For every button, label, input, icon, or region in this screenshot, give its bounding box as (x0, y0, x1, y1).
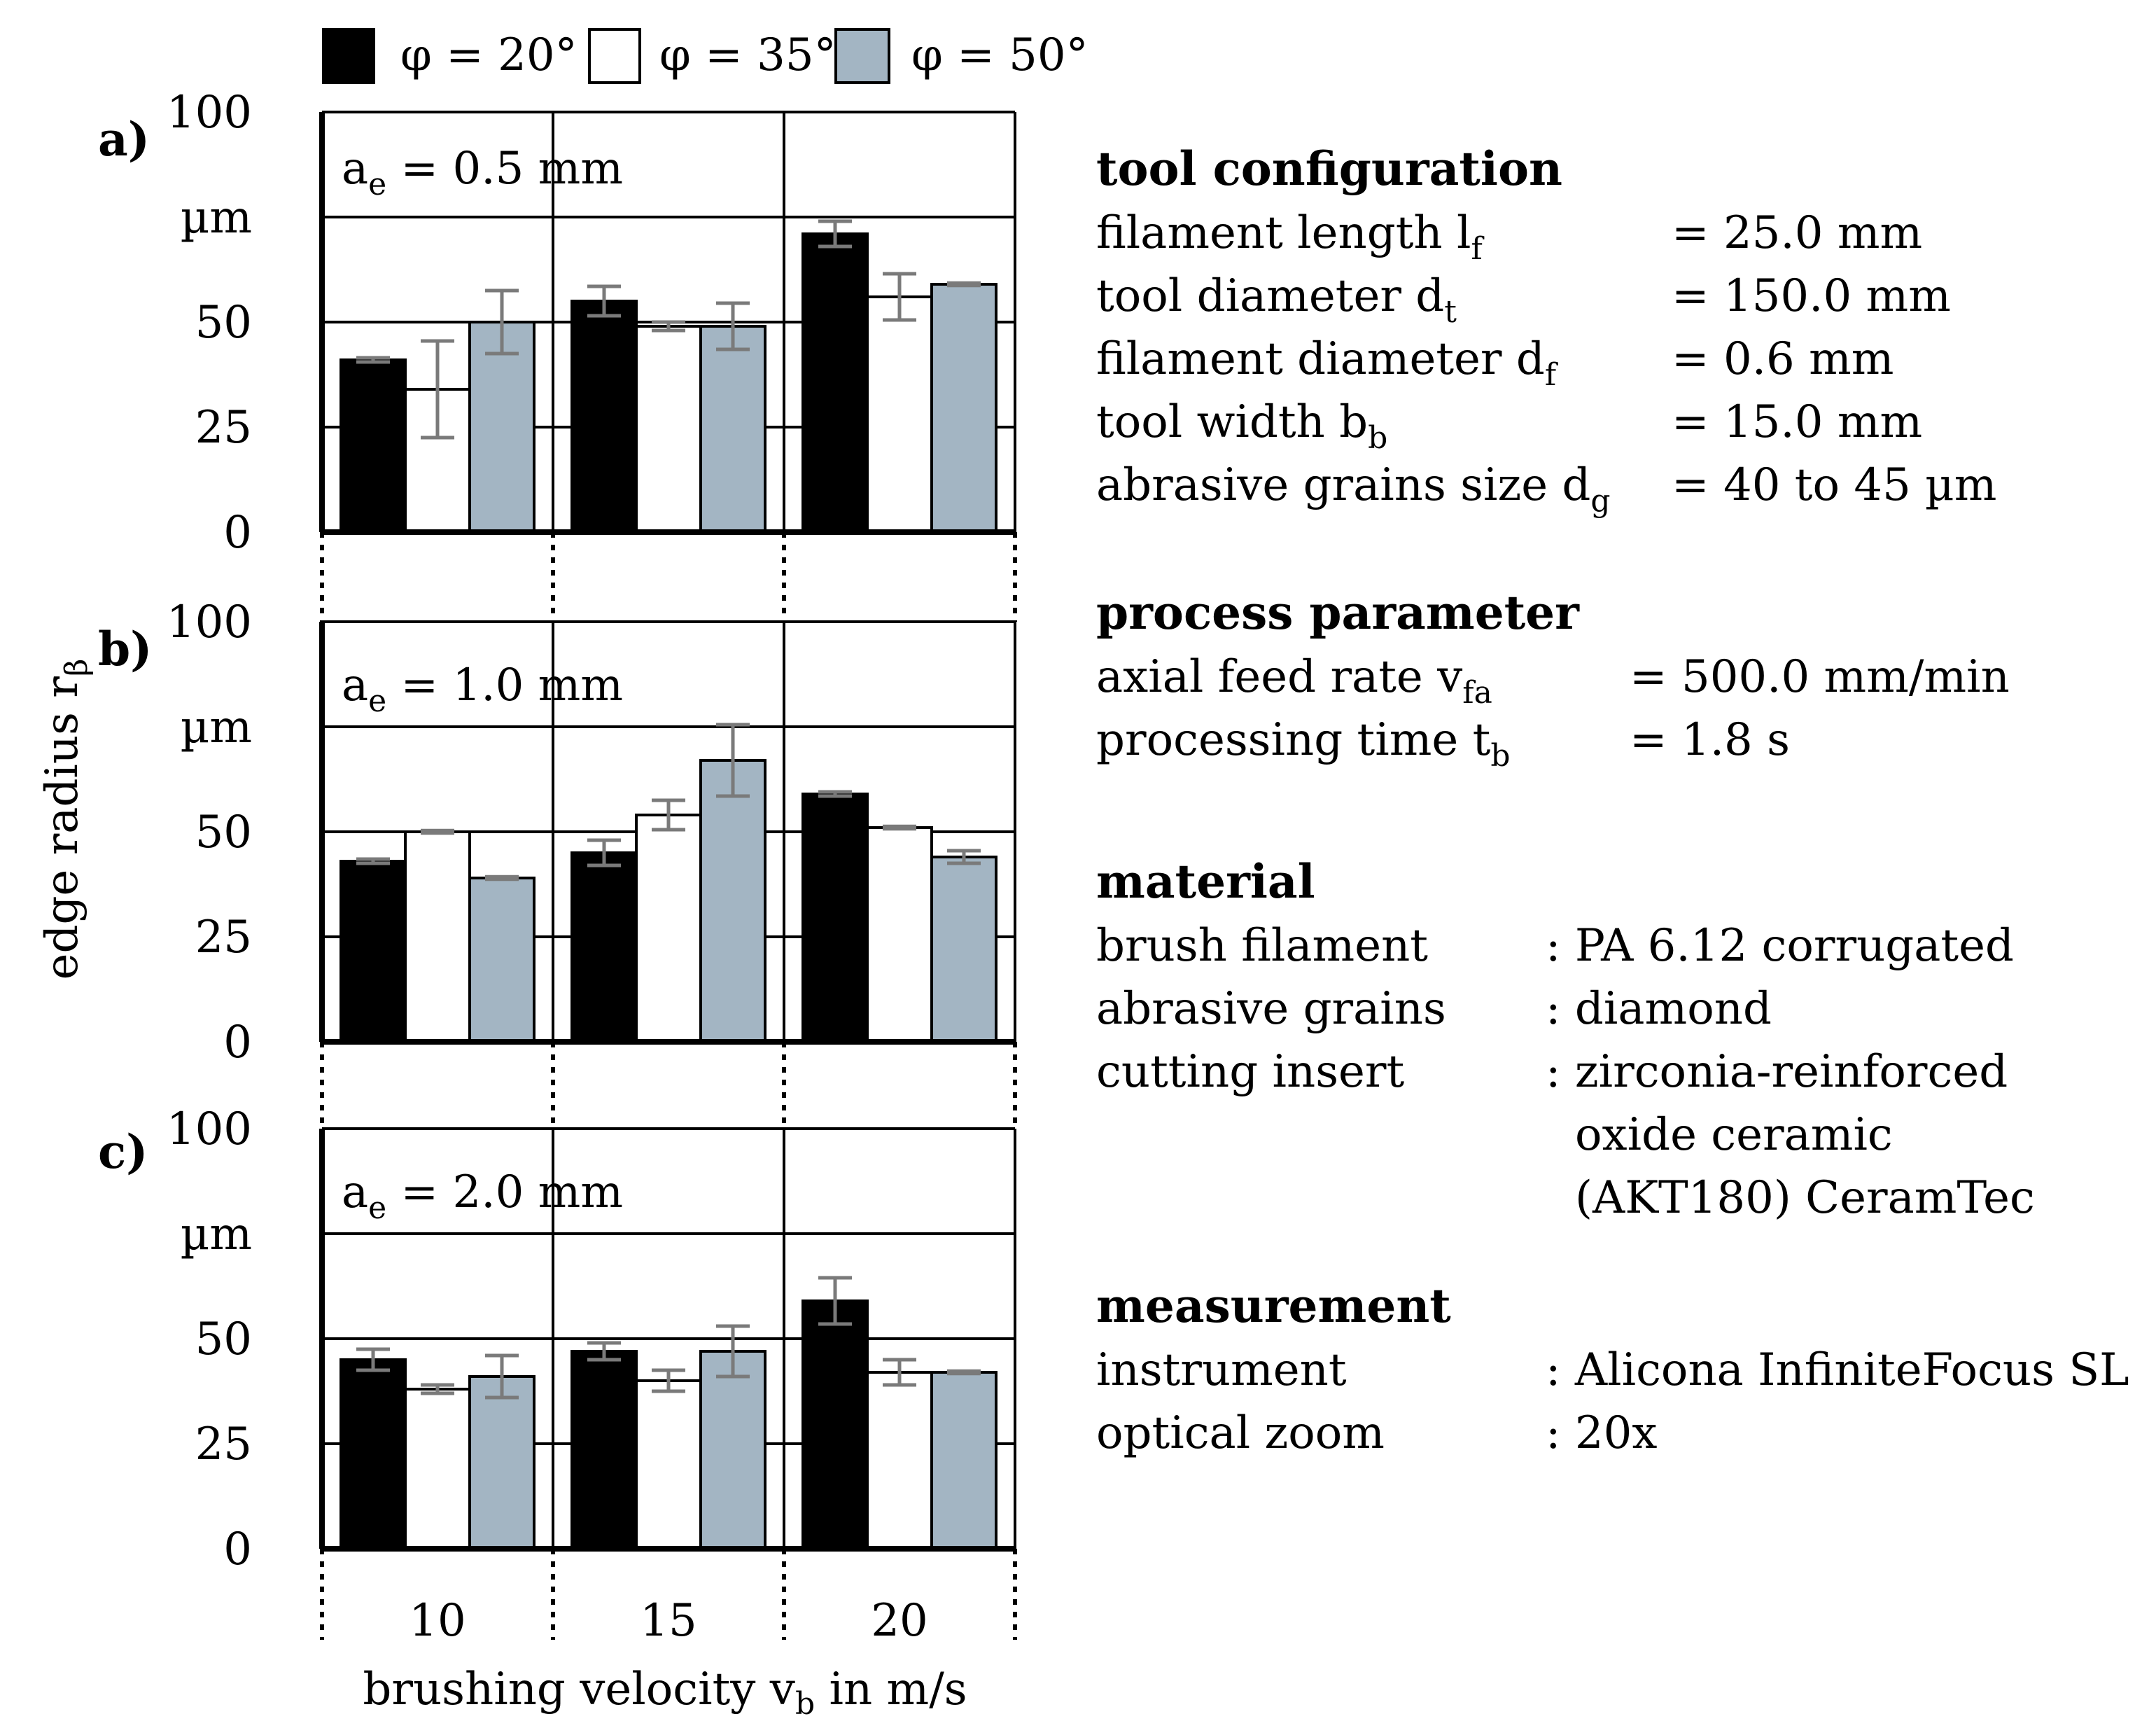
bar (340, 860, 407, 1043)
material-row-brush-filament: brush filament (1096, 920, 1428, 972)
x-axis-title: brushing velocity vb in m/s (363, 1664, 967, 1722)
y-tick-label: 100 (167, 597, 252, 648)
x-tick-labels: 10 15 20 (409, 1595, 927, 1647)
tool-row-filament-diameter: filament diameter df (1096, 333, 1558, 393)
bar (930, 1371, 997, 1550)
y-tick-label: 50 (195, 297, 252, 349)
tool-row-tool-diameter-value: = 150.0 mm (1672, 270, 1951, 322)
legend-label-phi-35: φ = 35° (659, 29, 836, 81)
bar (802, 232, 869, 534)
x-tick-label: 15 (640, 1595, 696, 1647)
panel-b-ae-label: ae = 1.0 mm (342, 660, 623, 719)
material-cutting-insert-line2: oxide ceramic (1575, 1109, 1893, 1161)
legend-swatch-phi-20 (322, 28, 375, 84)
bar (866, 295, 933, 534)
material-row-cutting-insert-value: : zirconia-reinforced (1546, 1046, 2008, 1098)
process-row-processing-time: processing time tb (1096, 714, 1510, 774)
legend-label-phi-50: φ = 50° (911, 29, 1088, 81)
material-row-abrasive-grains-value: : diamond (1546, 983, 1772, 1035)
process-row-feed-rate: axial feed rate vfa (1096, 651, 1492, 711)
bar (699, 325, 766, 534)
legend-swatch-phi-50 (834, 28, 890, 84)
y-tick-label: 25 (195, 912, 252, 963)
bar (802, 1299, 869, 1550)
legend-swatch-phi-35 (588, 28, 641, 84)
y-tick-label: 25 (195, 1419, 252, 1470)
y-unit-label: µm (181, 1208, 252, 1260)
tool-row-grain-size-value: = 40 to 45 µm (1672, 459, 1996, 511)
tool-row-tool-width: tool width bb (1096, 396, 1387, 456)
measurement-row-instrument-value: : Alicona InfiniteFocus SL (1546, 1344, 2129, 1396)
y-axis-title: edge radius rβ (36, 659, 94, 980)
bar (340, 358, 407, 534)
bar (404, 830, 471, 1043)
material-row-cutting-insert: cutting insert (1096, 1046, 1405, 1098)
measurement-row-optical-zoom: optical zoom (1096, 1407, 1385, 1459)
panel-connectors (320, 532, 1017, 1640)
x-tick-label: 10 (409, 1595, 465, 1647)
bar (866, 826, 933, 1043)
material-cutting-insert-line3: (AKT180) CeramTec (1575, 1172, 2035, 1224)
tool-row-filament-length: filament length lf (1096, 207, 1484, 267)
heading-measurement: measurement (1096, 1278, 1451, 1333)
bar (340, 1358, 407, 1550)
bar (635, 814, 702, 1043)
tool-row-grain-size: abrasive grains size dg (1096, 459, 1611, 519)
y-tick-label: 100 (167, 1103, 252, 1155)
y-tick-label: 0 (223, 1524, 252, 1575)
bar (570, 851, 638, 1043)
y-tick-label: 0 (223, 1017, 252, 1068)
panel-a-ae-label: ae = 0.5 mm (342, 143, 623, 202)
heading-process-parameter: process parameter (1096, 585, 1580, 640)
bar (802, 793, 869, 1043)
panel-tag-a: a) (98, 112, 150, 167)
bar (930, 283, 997, 534)
material-row-brush-filament-value: : PA 6.12 corrugated (1546, 920, 2014, 972)
bar (570, 1350, 638, 1550)
bar (699, 759, 766, 1043)
info-panel: tool configuration filament length lf = … (1096, 141, 2129, 1459)
panel-c: c) ae = 2.0 mm 0 25 50 100 µm (98, 1103, 1016, 1575)
bar (468, 1375, 536, 1550)
y-tick-label: 50 (195, 807, 252, 858)
legend-label-phi-20: φ = 20° (400, 29, 578, 81)
tool-row-filament-diameter-value: = 0.6 mm (1672, 333, 1893, 385)
bar (468, 877, 536, 1043)
y-tick-label: 50 (195, 1314, 252, 1365)
panel-tag-c: c) (98, 1124, 148, 1179)
heading-tool-configuration: tool configuration (1096, 141, 1562, 196)
process-row-processing-time-value: = 1.8 s (1630, 714, 1790, 766)
process-row-feed-rate-value: = 500.0 mm/min (1630, 651, 2010, 703)
tool-row-tool-width-value: = 15.0 mm (1672, 396, 1922, 448)
bar (570, 300, 638, 534)
legend: φ = 20° φ = 35° φ = 50° (322, 28, 1088, 84)
bar (930, 856, 997, 1043)
tool-row-tool-diameter: tool diameter dt (1096, 270, 1457, 330)
y-tick-label: 25 (195, 402, 252, 454)
material-row-abrasive-grains: abrasive grains (1096, 983, 1446, 1035)
bar (404, 1388, 471, 1550)
y-unit-label: µm (181, 192, 252, 244)
bar (635, 1379, 702, 1550)
panel-c-ae-label: ae = 2.0 mm (342, 1166, 623, 1226)
bar (699, 1350, 766, 1550)
measurement-row-instrument: instrument (1096, 1344, 1347, 1396)
tool-row-filament-length-value: = 25.0 mm (1672, 207, 1922, 259)
panel-b: b) ae = 1.0 mm 0 25 50 100 µm (98, 597, 1016, 1068)
heading-material: material (1096, 854, 1315, 909)
y-tick-label: 0 (223, 507, 252, 559)
y-tick-label: 100 (167, 87, 252, 139)
y-unit-label: µm (181, 702, 252, 753)
panel-tag-b: b) (98, 622, 152, 676)
bar (866, 1371, 933, 1550)
panel-a: a) ae = 0.5 mm 0 25 50 100 µm (98, 87, 1016, 559)
bar (635, 325, 702, 534)
measurement-row-optical-zoom-value: : 20x (1546, 1407, 1657, 1459)
x-tick-label: 20 (871, 1595, 927, 1647)
